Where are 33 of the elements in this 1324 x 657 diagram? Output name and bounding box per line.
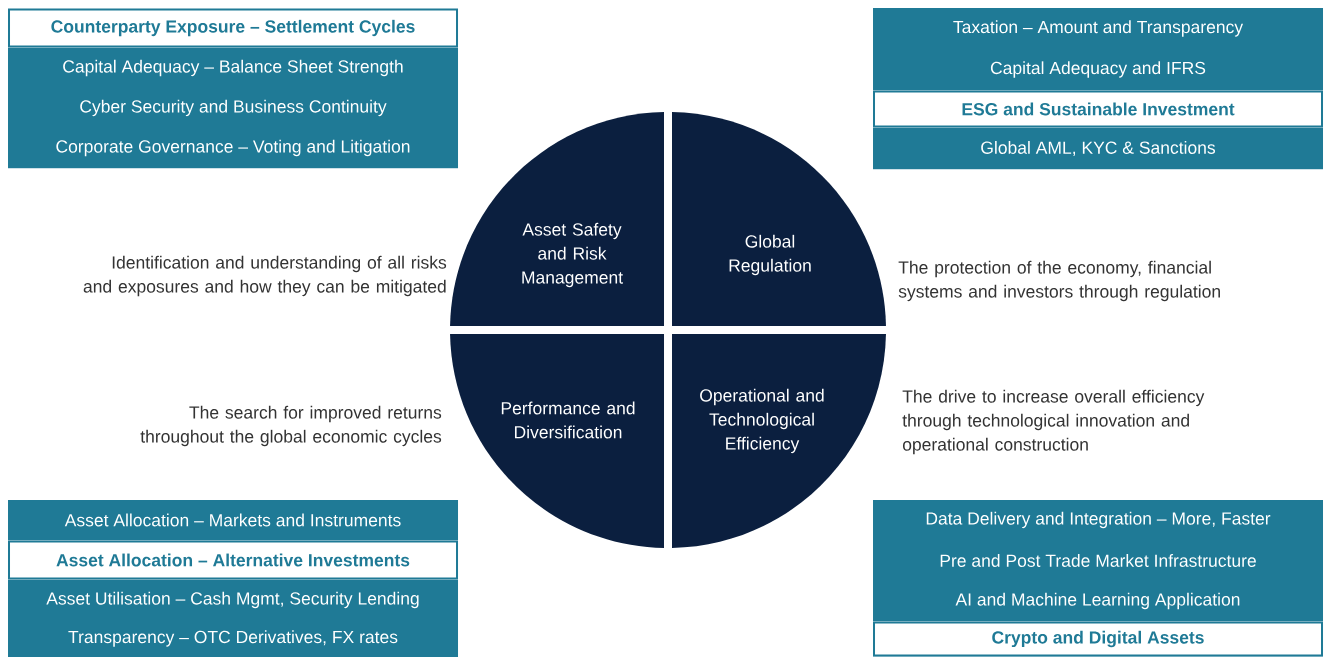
node-label: Asset Utilisation – Cash Mgmt, Security Lending	[46, 591, 419, 609]
quadrant-sector: Operational and Technological Efficiency	[672, 334, 886, 548]
node-label: Corporate Governance – Voting and Litigation	[56, 139, 410, 157]
topic-row: Pre and Post Trade Market Infrastructure	[873, 540, 1323, 581]
topic-row: Asset Allocation – Markets and Instruments	[8, 500, 458, 540]
node-label: Data Delivery and Integration – More, Faster	[926, 511, 1271, 529]
node-label: AI and Machine Learning Application	[955, 592, 1240, 610]
topic-row: Data Delivery and Integration – More, Faster	[873, 500, 1323, 540]
topic-row: Transparency – OTC Derivatives, FX rates	[8, 620, 458, 657]
highlighted-row: Crypto and Digital Assets	[873, 621, 1323, 657]
description-text: The drive to increase overall efficiency through technological innovation and operational construction	[902, 389, 1205, 455]
highlighted-row: ESG and Sustainable Investment	[873, 90, 1323, 128]
node-label: Pre and Post Trade Market Infrastructure	[940, 554, 1256, 567]
highlighted-row: Counterparty Exposure – Settlement Cycles	[8, 8, 458, 48]
topic-row: Capital Adequacy and IFRS	[873, 49, 1323, 90]
topic-row: Global AML, KYC & Sanctions	[873, 128, 1323, 169]
quadrant-sector: Asset Safety and Risk Management	[450, 112, 664, 326]
node-label: Capital Adequacy – Balance Sheet Strength	[63, 59, 403, 77]
node-label: Capital Adequacy and IFRS	[990, 61, 1206, 78]
topic-row: Asset Utilisation – Cash Mgmt, Security Lending	[8, 580, 458, 620]
topic-row: AI and Machine Learning Application	[873, 581, 1323, 621]
quadrant-sector: Performance and Diversification	[450, 334, 664, 548]
topic-row: Taxation – Amount and Transparency	[873, 8, 1323, 49]
highlighted-row: Asset Allocation – Alternative Investments	[8, 540, 458, 580]
description-text: Identification and understanding of all risks and exposures and how they can be mitigated	[83, 255, 447, 297]
node-label: Cyber Security and Business Continuity	[80, 99, 387, 117]
node-label: Transparency – OTC Derivatives, FX rates	[68, 630, 398, 647]
description-text: The protection of the economy, financial systems and investors through regulation	[898, 260, 1220, 302]
quadrant-sector: Global Regulation	[672, 112, 886, 326]
topic-row: Cyber Security and Business Continuity	[8, 88, 458, 128]
node-label: Taxation – Amount and Transparency	[953, 20, 1244, 37]
topic-row: Corporate Governance – Voting and Litigation	[8, 128, 458, 168]
topic-row: Capital Adequacy – Balance Sheet Strength	[8, 48, 458, 88]
